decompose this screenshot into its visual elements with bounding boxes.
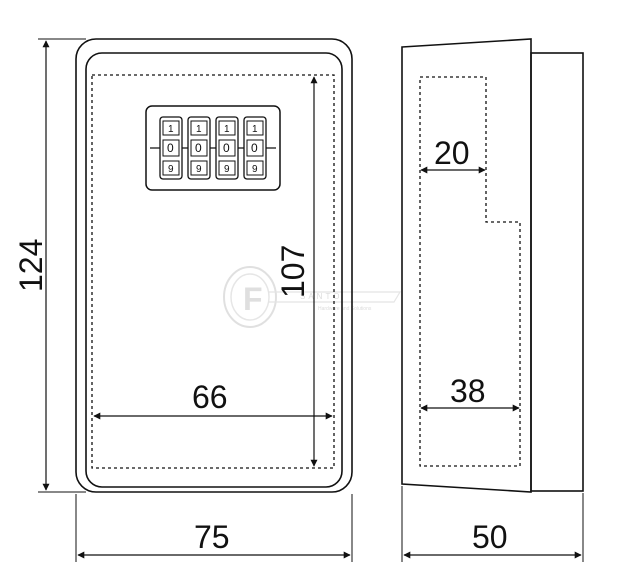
- dial-2-bottom: 9: [196, 164, 202, 175]
- dial-1-middle: 0: [167, 141, 174, 155]
- watermark-line2: Hardware and Solutions: [318, 306, 372, 312]
- lock-housing: [145, 105, 281, 191]
- dial-2-top: 1: [196, 124, 202, 135]
- lock-dial-4[interactable]: 1 0 9: [243, 116, 267, 180]
- front-outer-body: [75, 38, 353, 493]
- lock-dial-1[interactable]: 1 0 9: [159, 116, 183, 180]
- dimension-width: 75: [75, 494, 353, 562]
- dimension-label-inner-width: 66: [192, 379, 228, 415]
- dimension-label-height: 124: [13, 239, 49, 292]
- inner-cavity-outline: [91, 74, 335, 469]
- front-panel: [85, 52, 343, 488]
- dial-2-middle: 0: [195, 141, 202, 155]
- dimension-depth: 50: [401, 486, 584, 562]
- watermark-letter: F: [243, 281, 263, 317]
- dial-4-top: 1: [252, 124, 258, 135]
- side-inner-cavity-outline: [419, 76, 521, 467]
- dial-1-top: 1: [168, 124, 174, 135]
- dimension-label-inner-height: 107: [275, 245, 311, 298]
- dial-4-middle: 0: [251, 141, 258, 155]
- dimension-inner-height: 107: [275, 76, 318, 467]
- side-view: 20 38 50: [401, 38, 584, 562]
- side-back-plate: [530, 52, 584, 492]
- watermark-line1: SANTO: [300, 292, 342, 301]
- combination-lock: 1 0 9 1 0 9 1 0 9: [145, 105, 281, 191]
- dial-3-bottom: 9: [224, 164, 230, 175]
- front-view: 1 0 9 1 0 9 1 0 9: [13, 38, 353, 562]
- dimension-label-width: 75: [194, 519, 230, 555]
- dimension-label-depth: 50: [472, 519, 508, 555]
- dimension-inner-width: 66: [93, 379, 333, 420]
- dial-4-bottom: 9: [252, 164, 258, 175]
- dimension-height: 124: [13, 38, 86, 493]
- dial-3-top: 1: [224, 124, 230, 135]
- side-body-outline: [401, 38, 532, 493]
- dial-1-bottom: 9: [168, 164, 174, 175]
- dimension-label-inner-top-depth: 20: [434, 135, 470, 171]
- dial-3-middle: 0: [223, 141, 230, 155]
- lock-dial-3[interactable]: 1 0 9: [215, 116, 239, 180]
- lock-dial-2[interactable]: 1 0 9: [187, 116, 211, 180]
- dimension-inner-top-depth: 20: [420, 135, 486, 174]
- dimension-label-inner-bottom-depth: 38: [450, 373, 486, 409]
- watermark-logo: F SANTO Hardware and Solutions: [223, 266, 402, 328]
- dimension-inner-bottom-depth: 38: [420, 373, 520, 412]
